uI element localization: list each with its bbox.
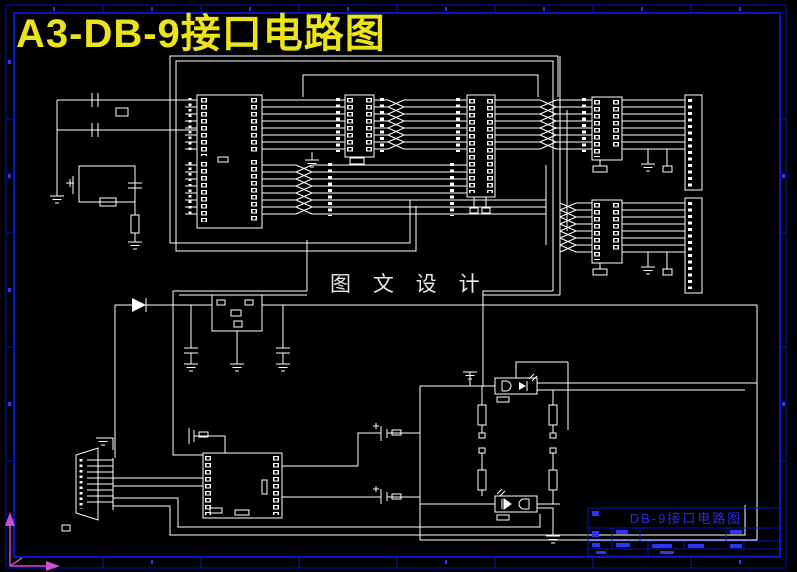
driver-ic-b [591, 199, 685, 276]
decoder-ic [466, 94, 496, 214]
ucs-icon [5, 512, 60, 571]
optocoupler-a [420, 361, 757, 439]
voltage-regulator [211, 294, 263, 332]
title-block-name: DB-9接口电路图 [630, 511, 743, 526]
resistor [477, 386, 487, 439]
electrolytic-cap [282, 486, 420, 504]
db9-connector [61, 437, 114, 532]
driver-ic-a [591, 96, 685, 173]
optocoupler-b [420, 447, 561, 544]
resistor [99, 197, 117, 207]
resistor [130, 214, 140, 234]
resistor [548, 447, 558, 504]
mcu-ic [185, 94, 263, 229]
zone-labels [8, 7, 785, 564]
ground-symbol [640, 163, 656, 172]
data-bus-lower [262, 163, 546, 216]
data-bus-upper [262, 98, 592, 152]
latch-ic [304, 94, 375, 168]
sheet-frame [5, 4, 787, 569]
electrolytic-cap [282, 423, 420, 467]
drawing-title: A3-DB-9接口电路图 [16, 12, 386, 56]
power-supply-circuit [114, 294, 757, 458]
connector-b [684, 197, 703, 294]
title-block: DB-9接口电路图 [587, 507, 781, 557]
diode [132, 298, 147, 312]
level-shifter-ic [113, 386, 757, 541]
reset-circuit [66, 165, 143, 250]
resistor [548, 390, 558, 439]
center-watermark: 图 文 设 计 [330, 273, 488, 296]
schematic [49, 55, 758, 544]
connector-a [684, 94, 703, 191]
resistor [477, 447, 487, 496]
right-vertical-bus [545, 56, 592, 295]
ground-symbol [640, 266, 656, 275]
ground-symbol [95, 437, 111, 446]
